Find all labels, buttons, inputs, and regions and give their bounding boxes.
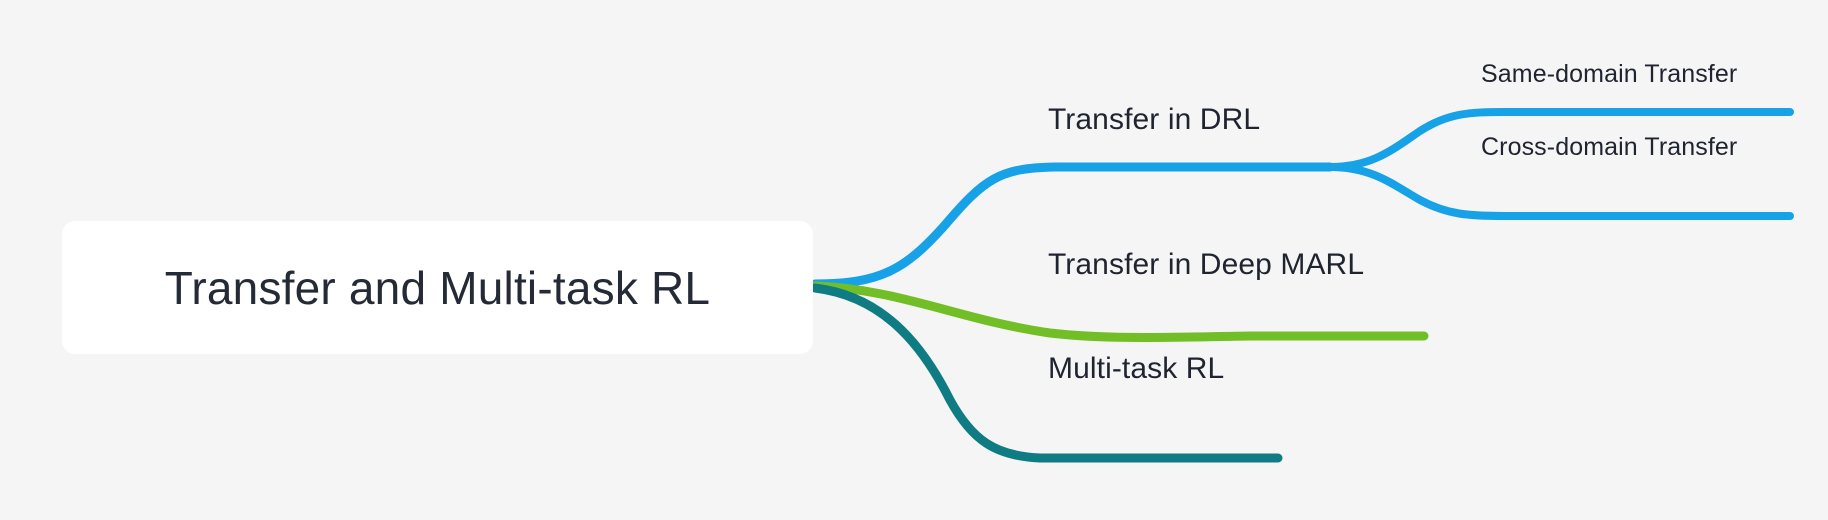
edge-drl-to-cross-domain — [1326, 163, 1794, 220]
root-node-label: Transfer and Multi-task RL — [164, 261, 711, 314]
edge-drl-to-same-domain — [1326, 108, 1794, 171]
node-label-same-domain-transfer[interactable]: Same-domain Transfer — [1481, 60, 1738, 88]
edge-root-to-multitask-rl — [810, 283, 1283, 463]
node-label-cross-domain-transfer[interactable]: Cross-domain Transfer — [1481, 133, 1738, 161]
node-label-multi-task-rl[interactable]: Multi-task RL — [1048, 352, 1225, 385]
root-node[interactable]: Transfer and Multi-task RL — [62, 221, 813, 354]
node-label-transfer-in-deep-marl[interactable]: Transfer in Deep MARL — [1048, 248, 1365, 281]
node-label-transfer-in-drl[interactable]: Transfer in DRL — [1048, 103, 1261, 136]
edge-root-to-transfer-marl — [810, 281, 1429, 342]
edge-root-to-transfer-drl — [810, 162, 1335, 289]
